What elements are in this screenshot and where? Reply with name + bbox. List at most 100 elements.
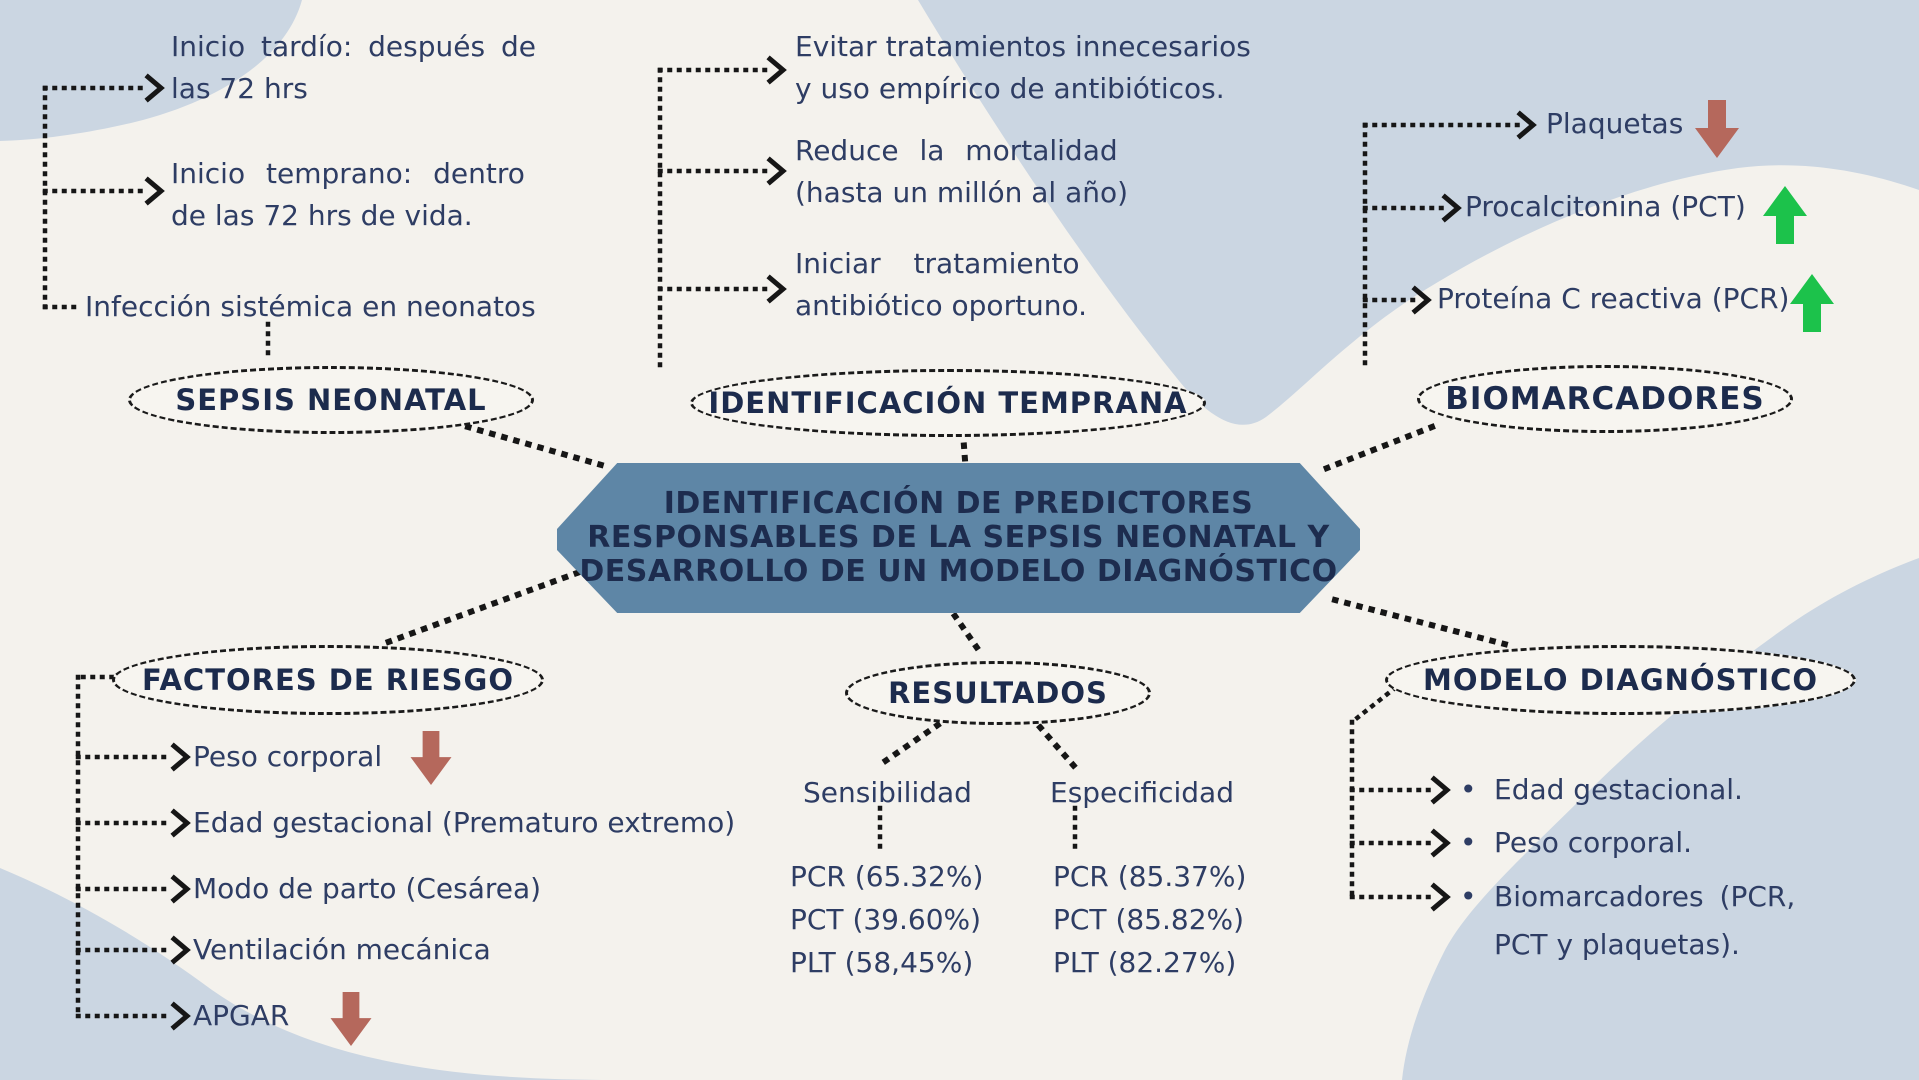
value-line: PCR (85.37%) — [1053, 860, 1247, 893]
value-line: PCR (65.32%) — [790, 860, 984, 893]
node-resultados: RESULTADOS — [845, 661, 1151, 725]
biomarcador-item: Plaquetas — [1546, 104, 1683, 144]
central-title-line: IDENTIFICACIÓN DE PREDICTORES — [663, 486, 1254, 521]
arrowhead — [144, 73, 165, 103]
arrowhead — [1411, 285, 1432, 315]
arrowhead — [170, 742, 191, 772]
resultados-column-title: Especificidad — [1050, 776, 1234, 809]
node-links — [376, 423, 1516, 771]
trend-up-icon — [1790, 274, 1834, 332]
trend-down-icon — [330, 992, 372, 1046]
factor-item: Edad gestacional (Prematuro extremo) — [193, 802, 735, 844]
modelo-item: • Biomarcadores (PCR, PCT y plaquetas). — [1460, 876, 1795, 971]
trend-up-icon — [1763, 186, 1807, 244]
bullet-icon: • — [1460, 773, 1477, 806]
item-line: Ventilación mecánica — [193, 933, 491, 966]
modelo-connectors — [1348, 684, 1435, 900]
node-factores-de-riesgo: FACTORES DE RIESGO — [112, 645, 544, 715]
factor-item: Modo de parto (Cesárea) — [193, 868, 541, 910]
item-line: Inicio tardío: después de — [171, 30, 536, 63]
identificacion-connectors — [657, 67, 771, 371]
node-label: MODELO DIAGNÓSTICO — [1422, 663, 1818, 697]
value-line: PCT (39.60%) — [790, 903, 982, 936]
node-label: SEPSIS NEONATAL — [175, 383, 487, 417]
arrowhead — [766, 156, 787, 186]
item-line: las 72 hrs — [171, 72, 308, 105]
sepsis-connectors — [42, 85, 271, 365]
identificacion-item: Evitar tratamientos innecesarios y uso e… — [795, 26, 1251, 110]
item-line: APGAR — [193, 999, 290, 1032]
node-label: RESULTADOS — [888, 676, 1108, 710]
value-line: PLT (58,45%) — [790, 946, 974, 979]
item-line: Reduce la mortalidad — [795, 134, 1118, 167]
value-line: PCT (85.82%) — [1053, 903, 1245, 936]
item-line: PCT y plaquetas). — [1494, 928, 1740, 961]
arrowhead — [1441, 193, 1462, 223]
item-line: Evitar tratamientos innecesarios — [795, 30, 1251, 63]
arrowhead — [1430, 882, 1451, 912]
item-line: y uso empírico de antibióticos. — [795, 72, 1225, 105]
item-line: Edad gestacional (Prematuro extremo) — [193, 806, 736, 839]
item-line: Infección sistémica en neonatos — [85, 290, 536, 323]
node-biomarcadores: BIOMARCADORES — [1417, 365, 1793, 433]
node-label: BIOMARCADORES — [1445, 381, 1765, 417]
identificacion-item: Reduce la mortalidad (hasta un millón al… — [795, 130, 1128, 214]
arrowhead — [170, 1001, 191, 1031]
item-line: Peso corporal. — [1494, 826, 1693, 859]
biomarcador-item: Proteína C reactiva (PCR) — [1437, 279, 1789, 319]
sepsis-item: Inicio tardío: después de las 72 hrs — [171, 26, 536, 110]
node-label: FACTORES DE RIESGO — [141, 663, 515, 697]
factor-item: Peso corporal — [193, 736, 382, 778]
resultados-column-title: Sensibilidad — [803, 776, 972, 809]
node-identificacion-temprana: IDENTIFICACIÓN TEMPRANA — [690, 369, 1206, 437]
biomarcador-item: Procalcitonina (PCT) — [1465, 187, 1746, 227]
item-line: de las 72 hrs de vida. — [171, 199, 473, 232]
arrowhead — [1516, 110, 1537, 140]
especificidad-values: PCR (85.37%) PCT (85.82%) PLT (82.27%) — [1053, 855, 1246, 984]
item-line: Iniciar tratamiento — [795, 247, 1080, 280]
central-title-line: DESARROLLO DE UN MODELO DIAGNÓSTICO — [579, 554, 1338, 589]
resultados-sublinks — [877, 805, 1078, 853]
item-line: Inicio temprano: dentro — [171, 157, 525, 190]
sepsis-item: Infección sistémica en neonatos — [85, 286, 536, 328]
blob-top-right — [918, 0, 1919, 425]
arrowhead — [170, 808, 191, 838]
sensibilidad-values: PCR (65.32%) PCT (39.60%) PLT (58,45%) — [790, 855, 983, 984]
sepsis-item: Inicio temprano: dentro de las 72 hrs de… — [171, 153, 525, 237]
item-line: (hasta un millón al año) — [795, 176, 1129, 209]
item-line: Peso corporal — [193, 740, 383, 773]
arrowhead — [1430, 775, 1451, 805]
node-label: IDENTIFICACIÓN TEMPRANA — [708, 386, 1188, 420]
bullet-icon: • — [1460, 880, 1477, 913]
column-title-text: Especificidad — [1050, 776, 1234, 809]
trend-down-icon — [410, 731, 452, 785]
item-line: Plaquetas — [1546, 107, 1684, 140]
factor-item: Ventilación mecánica — [193, 929, 491, 971]
item-line: antibiótico oportuno. — [795, 289, 1088, 322]
biomarcadores-connectors — [1362, 122, 1521, 371]
modelo-item: • Peso corporal. — [1460, 822, 1692, 864]
central-topic-node: IDENTIFICACIÓN DE PREDICTORES RESPONSABL… — [557, 463, 1360, 613]
item-line: Procalcitonina (PCT) — [1465, 190, 1746, 223]
trend-down-icon — [1695, 100, 1739, 158]
item-line: Edad gestacional. — [1494, 773, 1743, 806]
node-modelo-diagnostico: MODELO DIAGNÓSTICO — [1385, 645, 1856, 715]
item-line: Modo de parto (Cesárea) — [193, 872, 542, 905]
column-title-text: Sensibilidad — [803, 776, 972, 809]
central-title-line: RESPONSABLES DE LA SEPSIS NEONATAL Y — [587, 520, 1330, 555]
item-line: Biomarcadores (PCR, — [1494, 880, 1796, 913]
arrowhead — [144, 176, 165, 206]
bullet-icon: • — [1460, 826, 1477, 859]
factor-item: APGAR — [193, 995, 289, 1037]
value-line: PLT (82.27%) — [1053, 946, 1237, 979]
arrowhead — [766, 55, 787, 85]
arrowhead — [170, 874, 191, 904]
node-sepsis-neonatal: SEPSIS NEONATAL — [128, 366, 534, 434]
modelo-item: • Edad gestacional. — [1460, 769, 1743, 811]
arrowhead — [1430, 828, 1451, 858]
arrowhead — [170, 935, 191, 965]
arrowhead — [766, 274, 787, 304]
item-line: Proteína C reactiva (PCR) — [1437, 282, 1790, 315]
